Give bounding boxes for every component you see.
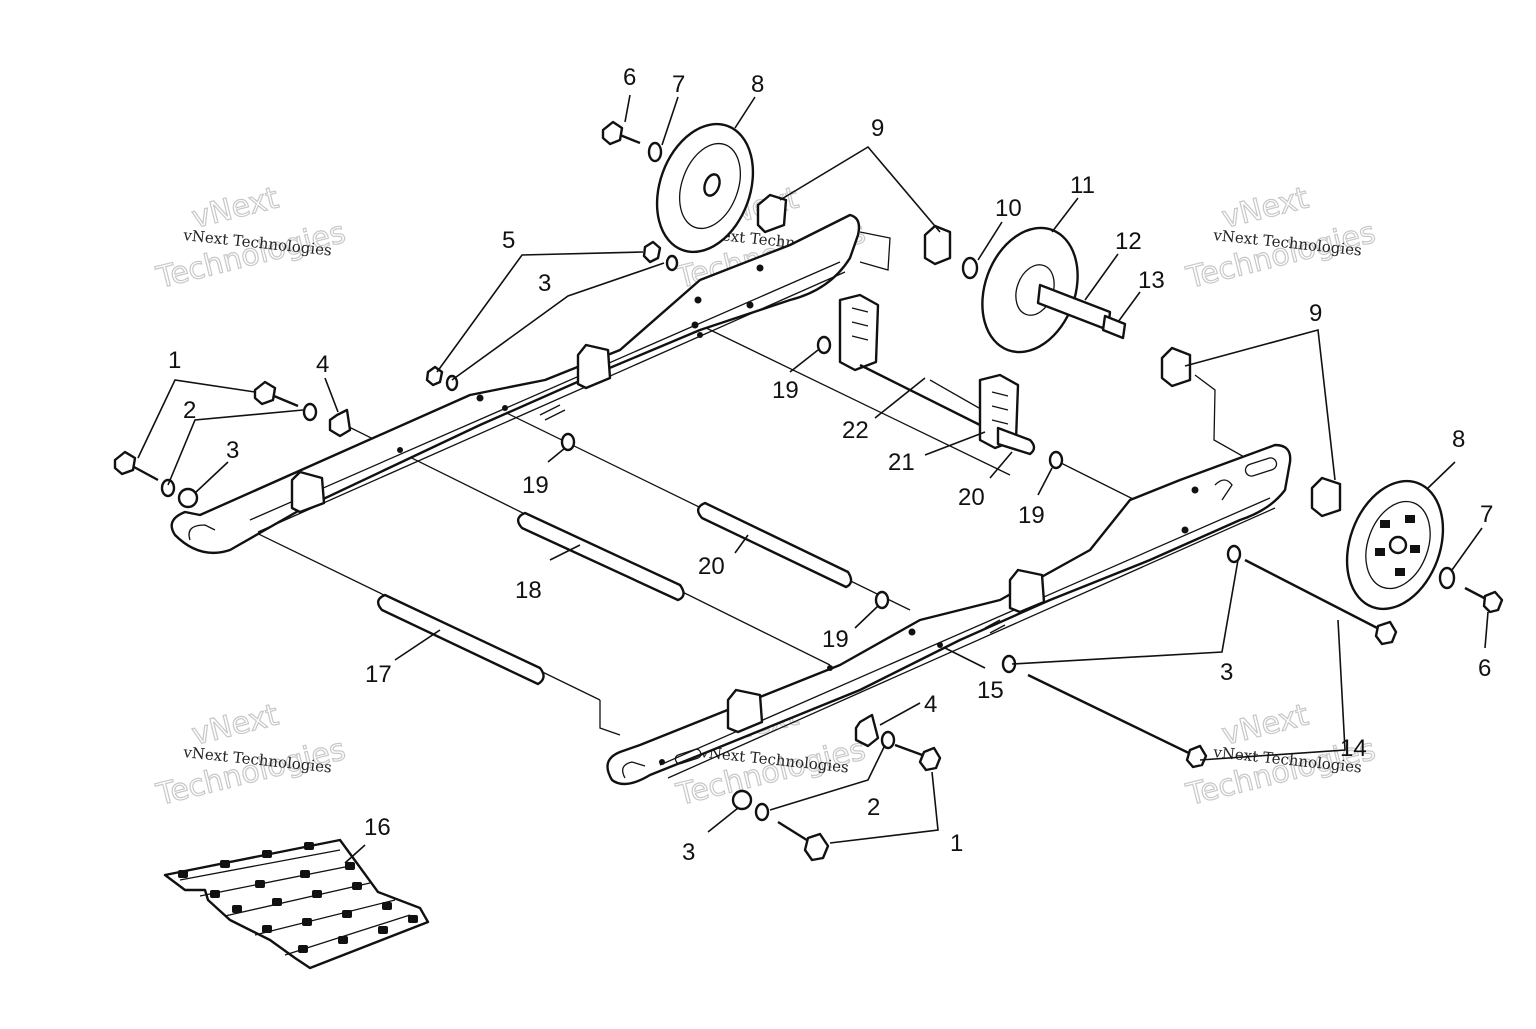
- slide-rail-front: [606, 443, 1292, 786]
- watermark-bottom-left: vNext Technologies vNext Technologies: [152, 697, 350, 814]
- idler-wheel-11: [981, 226, 1127, 354]
- callout-labels: 6 7 8 9 10 11 12 13 5 3 1 4 2 3 19 22 21…: [168, 64, 1493, 866]
- cross-shaft-18: [517, 511, 685, 602]
- callout-3: 3: [682, 839, 695, 866]
- callout-18: 18: [515, 577, 542, 604]
- rear-axle-assembly: [838, 293, 1036, 456]
- callout-19: 19: [772, 377, 799, 404]
- callout-2: 2: [183, 397, 196, 424]
- callout-19: 19: [1018, 502, 1045, 529]
- callout-17: 17: [365, 661, 392, 688]
- idler-wheel-8-top: [655, 122, 755, 254]
- callout-15: 15: [977, 677, 1004, 704]
- callout-5: 5: [502, 227, 515, 254]
- watermark-top-left: vNext Technologies vNext Technologies: [152, 180, 350, 297]
- leader-lines: [137, 94, 1489, 864]
- callout-1: 1: [168, 347, 181, 374]
- callout-12: 12: [1115, 228, 1142, 255]
- callout-22: 22: [842, 417, 869, 444]
- cross-shaft-17: [377, 593, 545, 686]
- callout-4: 4: [924, 691, 937, 718]
- callout-11: 11: [1070, 172, 1095, 199]
- callout-3: 3: [538, 270, 551, 297]
- callout-6: 6: [1478, 655, 1491, 682]
- callout-2: 2: [867, 794, 880, 821]
- callout-4: 4: [316, 351, 329, 378]
- callout-7: 7: [672, 71, 685, 98]
- watermark-top-right: vNext Technologies vNext Technologies: [1182, 180, 1380, 297]
- callout-3: 3: [226, 437, 239, 464]
- callout-13: 13: [1138, 267, 1165, 294]
- callout-21: 21: [888, 449, 915, 476]
- slide-rail-back: [170, 213, 861, 555]
- track-section-16: [163, 838, 430, 970]
- callout-8: 8: [1452, 426, 1465, 453]
- callout-10: 10: [995, 195, 1022, 222]
- callout-9: 9: [1309, 300, 1322, 327]
- callout-6: 6: [623, 64, 636, 91]
- callout-7: 7: [1480, 501, 1493, 528]
- callout-20: 20: [958, 484, 985, 511]
- idler-wheel-8-right: [1345, 479, 1445, 611]
- fasteners: [113, 120, 1504, 862]
- callout-8: 8: [751, 71, 764, 98]
- callout-1: 1: [950, 830, 963, 857]
- callout-19: 19: [822, 626, 849, 653]
- callout-20: 20: [698, 553, 725, 580]
- spacer-blocks: [756, 193, 1342, 518]
- cross-shaft-20: [697, 501, 853, 589]
- callout-3: 3: [1220, 659, 1233, 686]
- callout-19: 19: [522, 472, 549, 499]
- callout-14: 14: [1340, 735, 1367, 762]
- callout-16: 16: [364, 814, 391, 841]
- callout-9: 9: [871, 115, 884, 142]
